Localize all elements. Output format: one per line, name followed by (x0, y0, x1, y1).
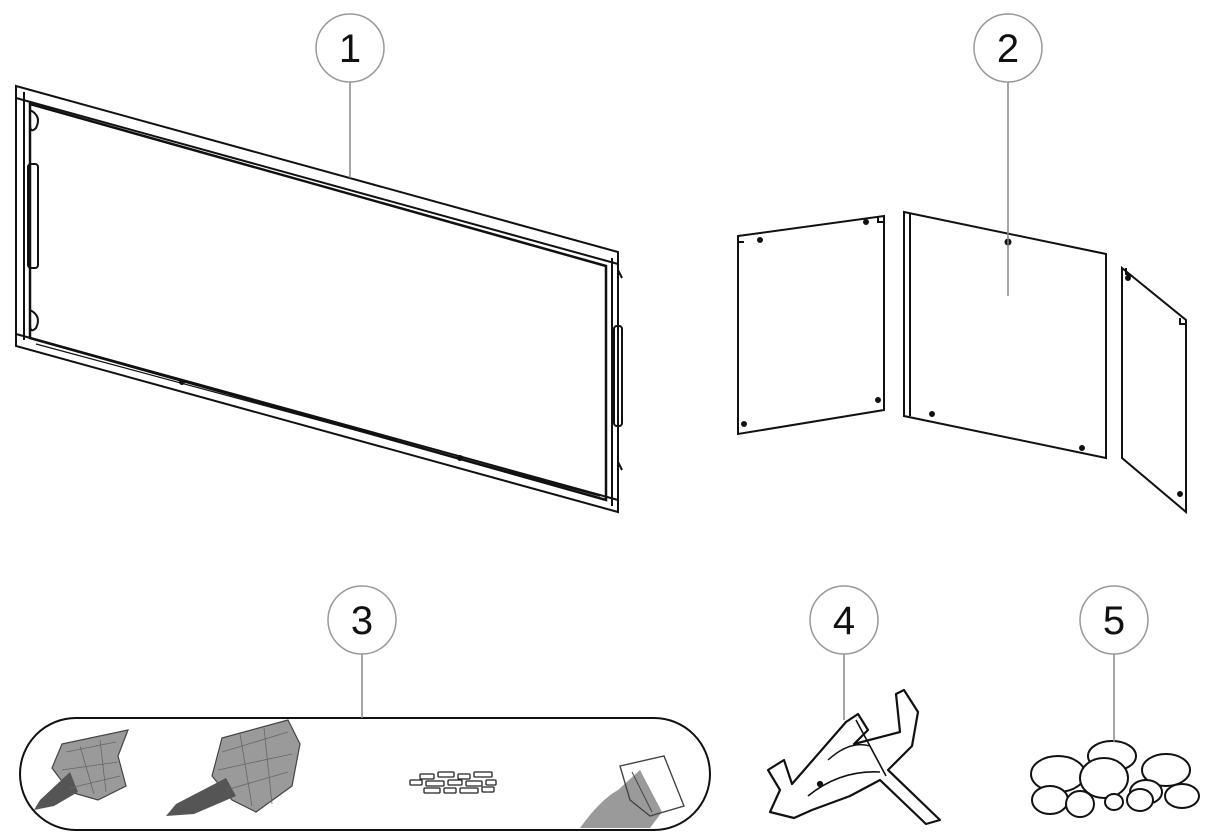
callout-3-label: 3 (351, 599, 373, 643)
liner-left-panel (737, 214, 885, 436)
ember-piece-c (580, 755, 685, 828)
ember-piece-b (166, 719, 301, 816)
liner-right-panel (1121, 265, 1187, 515)
part-glass-frame (15, 84, 623, 514)
callout-5-label: 5 (1103, 599, 1125, 643)
ember-piece-a (34, 729, 129, 810)
part-driftwood-log (766, 688, 942, 826)
callout-1-label: 1 (339, 27, 361, 71)
part-stones (1030, 740, 1200, 818)
callout-4: 4 (809, 585, 879, 655)
callout-5: 5 (1079, 585, 1149, 655)
ember-chips (409, 771, 497, 794)
part-ember-bed-kit (19, 717, 711, 831)
callout-1: 1 (315, 13, 385, 83)
callout-3: 3 (327, 585, 397, 655)
callout-4-label: 4 (833, 599, 855, 643)
callout-2: 2 (973, 13, 1043, 83)
callout-2-label: 2 (997, 27, 1019, 71)
part-liner-panels (737, 210, 1187, 515)
liner-back-panel (903, 210, 1107, 460)
